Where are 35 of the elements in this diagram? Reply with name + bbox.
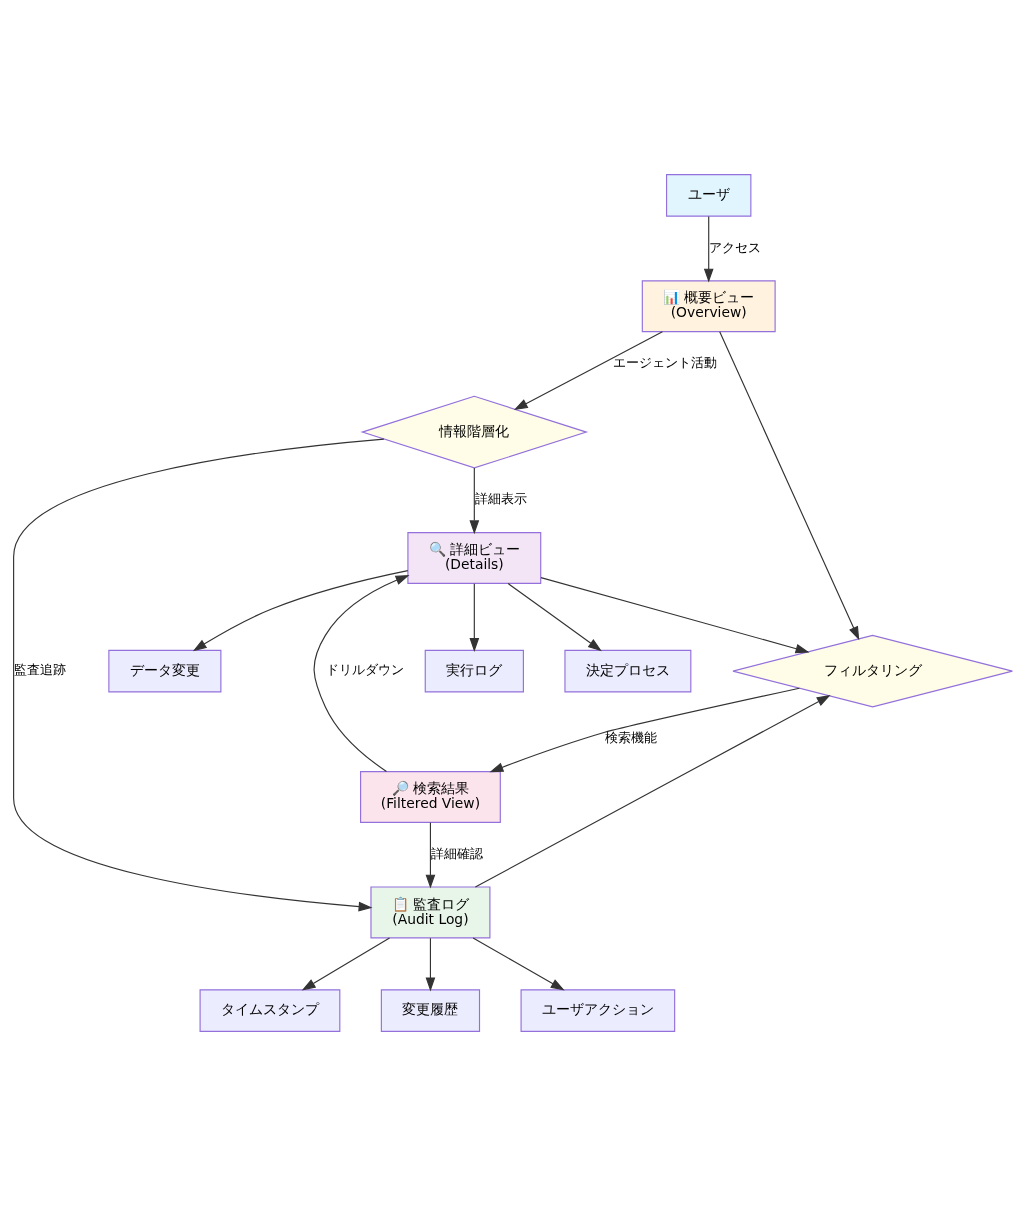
node-box: ユーザ	[665, 174, 751, 217]
node-box: 変更履歴	[380, 989, 480, 1032]
arrow	[468, 467, 479, 535]
arrow	[703, 215, 714, 283]
node-diamond: 情報階層化	[359, 395, 588, 469]
edge-label: 監査追跡	[13, 662, 66, 678]
edge-label: 詳細確認	[430, 845, 483, 861]
edge-label: アクセス	[708, 239, 761, 255]
arrow	[425, 822, 435, 889]
arrow	[718, 331, 859, 641]
node-box: タイムスタンプ	[199, 989, 340, 1032]
arrow	[12, 438, 384, 912]
edge-label: エージェント活動	[612, 355, 717, 371]
arrow	[468, 583, 479, 652]
node-box: 実行ログ	[424, 649, 524, 693]
arrow	[489, 687, 800, 773]
node-box: 🔎 検索結果 (Filtered View)	[359, 771, 501, 823]
edge-label: ドリルダウン	[325, 662, 404, 678]
arrow	[192, 570, 408, 652]
node-box: 📊 概要ビュー (Overview)	[641, 280, 776, 333]
arrow	[506, 582, 602, 652]
arrow	[425, 937, 435, 992]
node-box: 📋 監査ログ (Audit Log)	[369, 886, 490, 939]
node-box: 🔍 詳細ビュー (Details)	[406, 532, 541, 584]
arrow	[539, 577, 809, 654]
edge-label: 検索機能	[604, 730, 657, 746]
edge-label: 詳細表示	[474, 491, 527, 507]
arrow	[474, 695, 831, 888]
arrow	[313, 575, 409, 773]
node-box: データ変更	[107, 649, 221, 693]
arrow	[301, 937, 390, 991]
arrow	[472, 937, 565, 991]
node-box: ユーザアクション	[520, 989, 675, 1032]
node-box: 決定プロセス	[563, 649, 691, 693]
arrow	[513, 331, 663, 411]
